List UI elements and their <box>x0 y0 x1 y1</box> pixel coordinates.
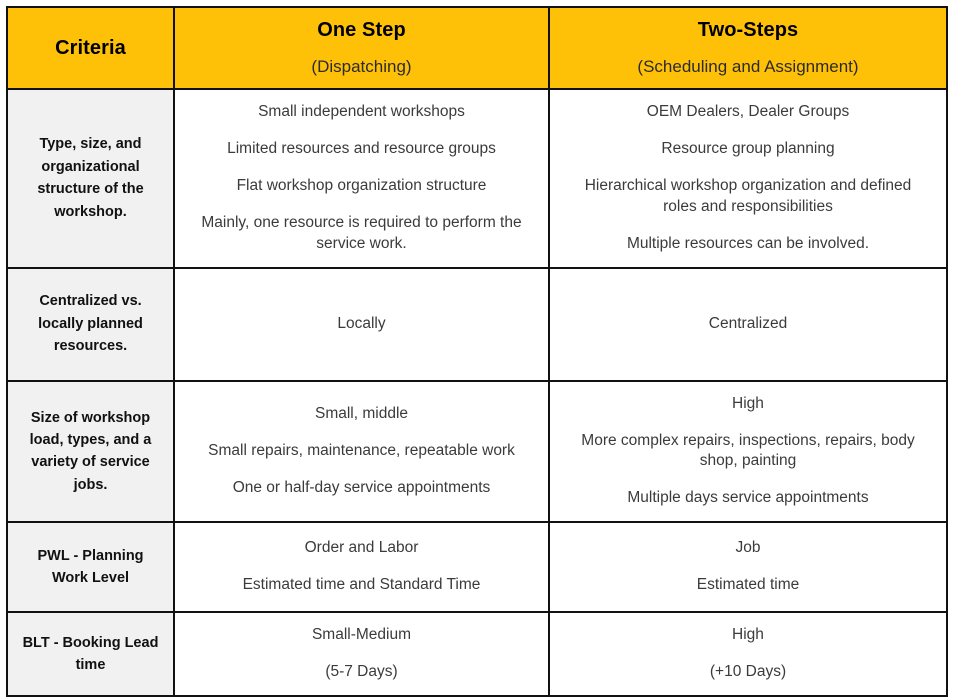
cell-line: Job <box>735 539 761 557</box>
row-criteria-label: BLT - Booking Lead time <box>6 611 175 697</box>
cell-line: Centralized <box>708 314 788 332</box>
cell-line: Hierarchical workshop organization and d… <box>584 176 912 215</box>
cell-line: Small-Medium <box>311 626 412 644</box>
column-header-criteria: Criteria <box>6 6 175 90</box>
row-cell-two-steps: Centralized <box>548 266 948 382</box>
cell-line: Mainly, one resource is required to perf… <box>201 213 522 252</box>
row-cell-two-steps: High (+10 Days) <box>548 611 948 697</box>
cell-line: Limited resources and resource groups <box>227 139 496 157</box>
cell-line: More complex repairs, inspections, repai… <box>581 431 915 470</box>
column-header-two-steps-title: Two-Steps <box>697 19 799 42</box>
table-row: Centralized vs. locally planned resource… <box>6 266 948 382</box>
row-criteria-label: Size of workshop load, types, and a vari… <box>6 379 175 524</box>
column-header-one-step: One Step (Dispatching) <box>173 6 550 90</box>
table-row: Size of workshop load, types, and a vari… <box>6 379 948 524</box>
cell-line: Multiple days service appointments <box>627 489 869 507</box>
column-header-criteria-title: Criteria <box>55 36 126 59</box>
cell-line: Flat workshop organization structure <box>236 176 487 194</box>
row-cell-one-step: Small-Medium (5-7 Days) <box>173 611 550 697</box>
cell-line: Estimated time and Standard Time <box>242 576 481 594</box>
row-criteria-label: Centralized vs. locally planned resource… <box>6 266 175 382</box>
cell-line: High <box>732 626 764 644</box>
comparison-table: Criteria One Step (Dispatching) Two-Step… <box>6 6 948 697</box>
header-row: Criteria One Step (Dispatching) Two-Step… <box>6 6 948 90</box>
comparison-table-container: Criteria One Step (Dispatching) Two-Step… <box>6 6 948 697</box>
cell-line: OEM Dealers, Dealer Groups <box>646 103 850 120</box>
cell-line: Locally <box>337 314 386 332</box>
cell-line: (5-7 Days) <box>325 663 398 681</box>
cell-line: Small independent workshops <box>258 103 465 120</box>
table-row: Type, size, and organizational structure… <box>6 88 948 269</box>
cell-line: Multiple resources can be involved. <box>626 234 870 252</box>
column-header-two-steps: Two-Steps (Scheduling and Assignment) <box>548 6 948 90</box>
table-body: Type, size, and organizational structure… <box>6 88 948 697</box>
cell-line: High <box>732 394 764 412</box>
cell-line: Small, middle <box>314 405 409 423</box>
cell-line: One or half-day service appointments <box>232 478 491 496</box>
column-header-two-steps-subtitle: (Scheduling and Assignment) <box>637 57 859 77</box>
table-header: Criteria One Step (Dispatching) Two-Step… <box>6 6 948 90</box>
cell-line: Order and Labor <box>304 539 419 557</box>
row-criteria-label: Type, size, and organizational structure… <box>6 88 175 269</box>
cell-line: Resource group planning <box>661 139 835 157</box>
cell-line: (+10 Days) <box>709 663 787 681</box>
column-header-one-step-subtitle: (Dispatching) <box>311 57 412 77</box>
cell-line: Estimated time <box>696 576 800 594</box>
row-cell-one-step: Locally <box>173 266 550 382</box>
table-row: BLT - Booking Lead time Small-Medium (5-7… <box>6 611 948 697</box>
column-header-one-step-title: One Step <box>317 19 406 42</box>
cell-line: Small repairs, maintenance, repeatable w… <box>208 441 515 459</box>
row-criteria-label: PWL - Planning Work Level <box>6 521 175 614</box>
table-row: PWL - Planning Work Level Order and Labo… <box>6 521 948 614</box>
